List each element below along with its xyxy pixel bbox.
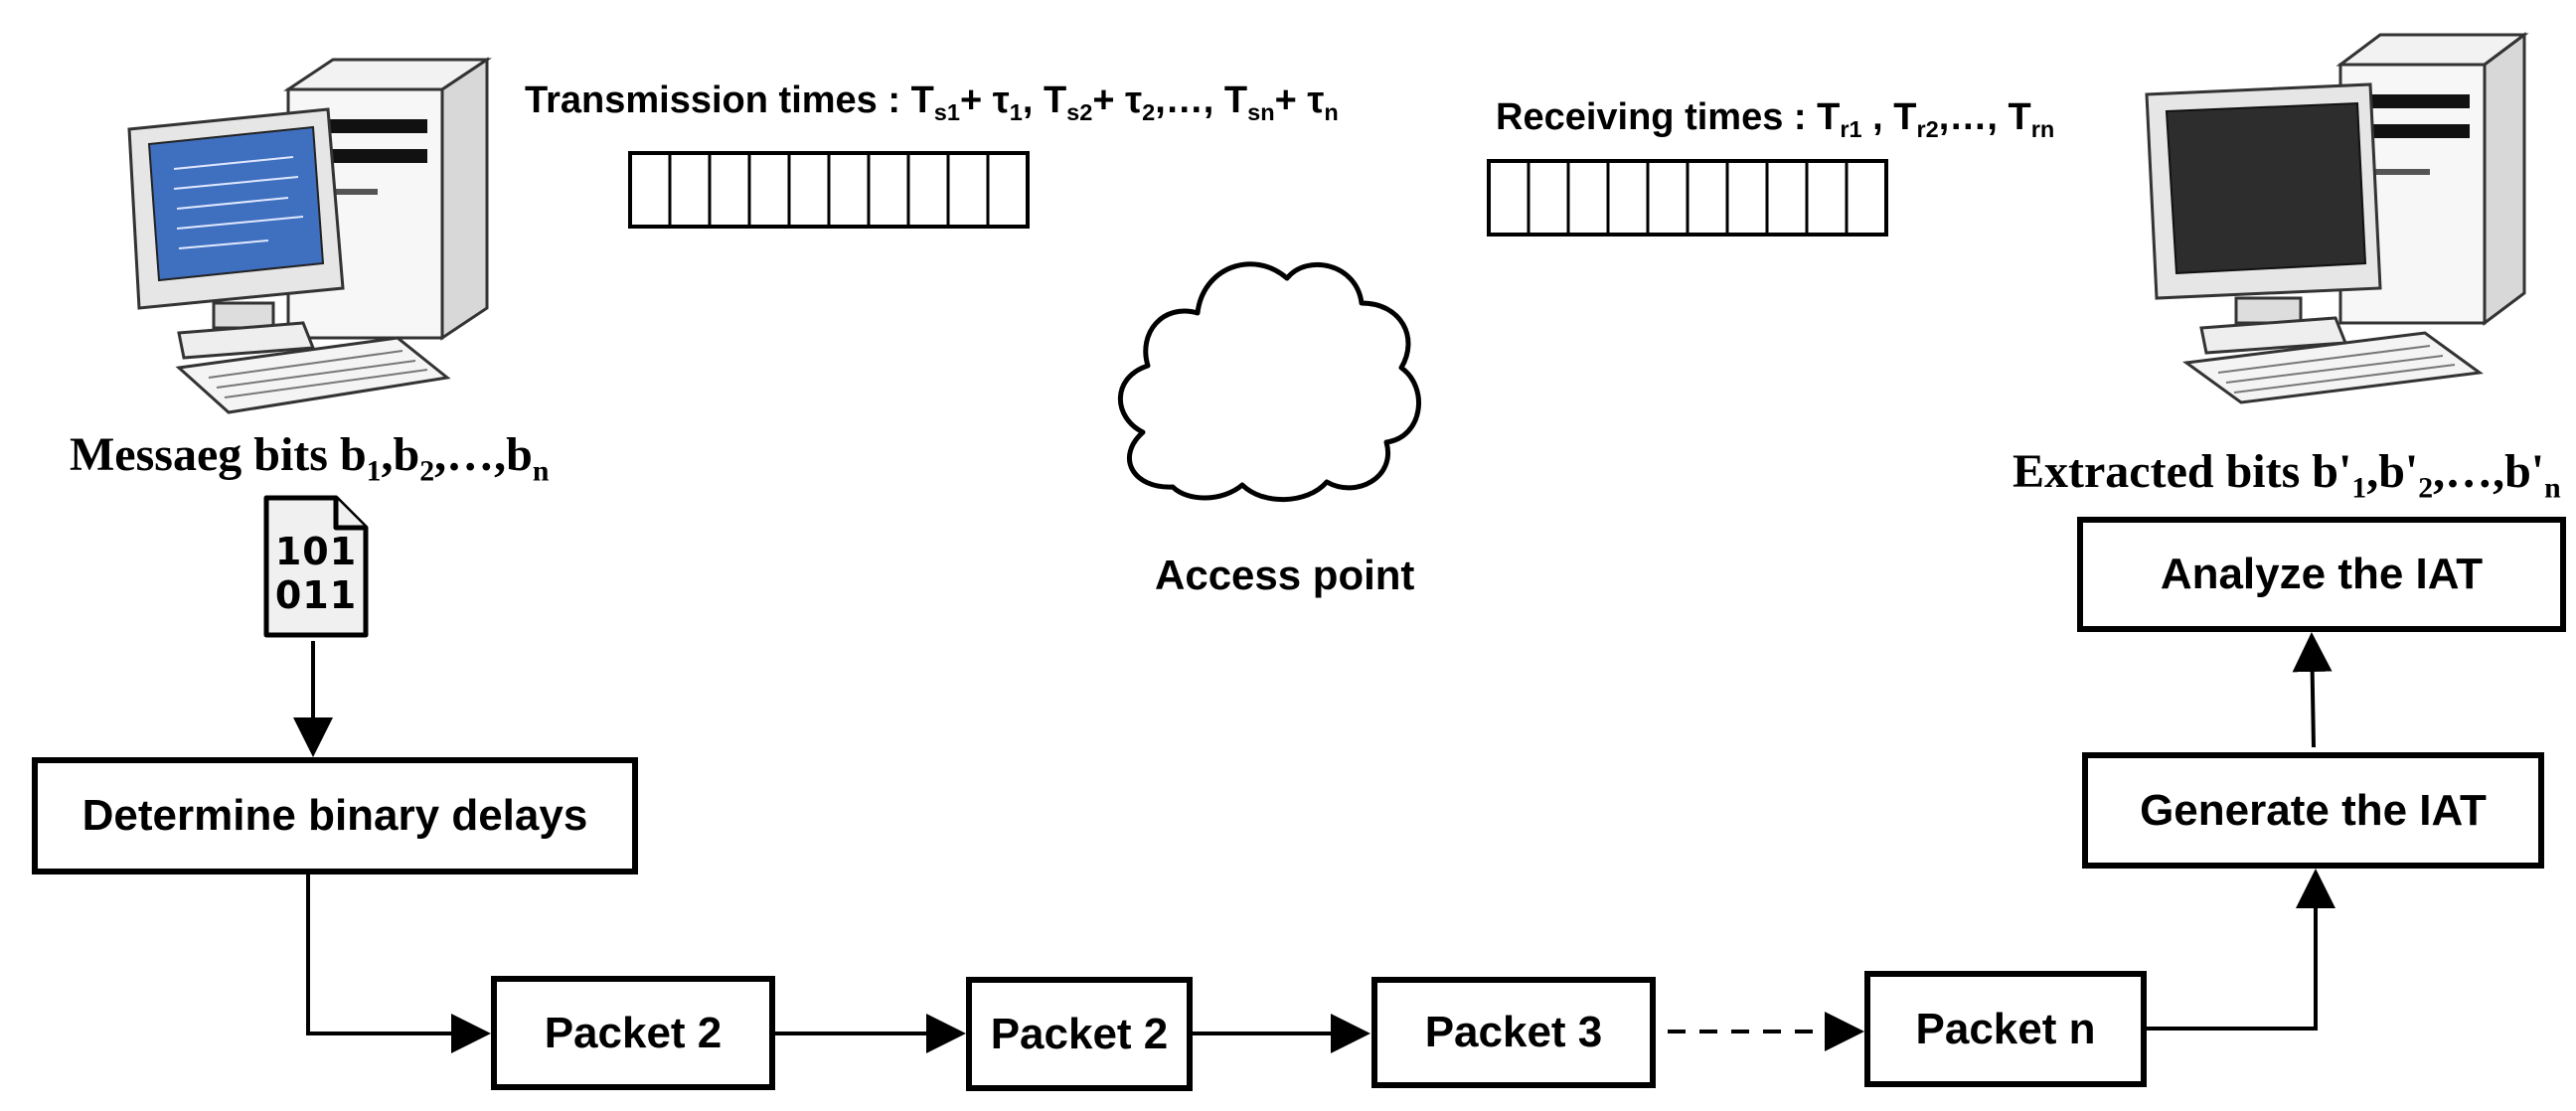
extracted-term-n: b'n — [2504, 445, 2561, 505]
packet-box-n: Packet n — [1864, 971, 2147, 1087]
transmission-term-1: Ts1+ τ1, — [910, 79, 1044, 126]
message-bits-label: Messaeg bits b1,b2,…,bn — [70, 427, 550, 488]
transmission-prefix: Transmission times : — [525, 79, 911, 121]
receiving-queue — [1487, 159, 1888, 237]
extracted-prefix: Extracted bits — [2012, 445, 2313, 498]
access-point-label: Access point — [1155, 552, 1415, 598]
receiving-times-label: Receiving times : Tr1 , Tr2,…, Trn — [1496, 96, 2055, 143]
extracted-term-1: b'1, — [2312, 445, 2379, 505]
file-line-1: 101 — [274, 530, 358, 573]
transmission-term-n: Tsn+ τn — [1223, 79, 1339, 126]
extracted-term-2: b'2,…, — [2378, 445, 2505, 505]
packet-box-3: Packet 3 — [1371, 977, 1656, 1088]
determine-binary-delays-box: Determine binary delays — [32, 757, 638, 874]
transmission-queue — [628, 151, 1030, 229]
message-prefix: Messaeg bits — [70, 428, 340, 481]
receiving-term-1: Tr1 , — [1817, 96, 1894, 143]
message-term-n: bn — [506, 428, 550, 488]
packet-box-1: Packet 2 — [491, 976, 775, 1090]
sender-computer-icon — [119, 50, 507, 417]
receiving-prefix: Receiving times : — [1496, 96, 1818, 138]
receiver-computer-icon — [2127, 20, 2544, 407]
receiving-term-n: Trn — [2008, 96, 2055, 143]
transmission-term-2: Ts2+ τ2,…, — [1043, 79, 1224, 126]
transmission-times-label: Transmission times : Ts1+ τ1, Ts2+ τ2,…,… — [525, 79, 1339, 126]
message-term-1: b1, — [339, 428, 394, 488]
generate-iat-box: Generate the IAT — [2082, 752, 2544, 869]
packet-box-2: Packet 2 — [966, 977, 1193, 1091]
file-line-2: 011 — [274, 573, 358, 617]
analyze-iat-box: Analyze the IAT — [2077, 517, 2566, 632]
cloud-icon — [1103, 238, 1431, 507]
binary-file-icon: 101 011 — [260, 492, 372, 641]
message-term-2: b2,…, — [393, 428, 507, 488]
receiving-term-2: Tr2,…, — [1893, 96, 2009, 143]
extracted-bits-label: Extracted bits b'1,b'2,…,b'n — [2012, 444, 2561, 505]
